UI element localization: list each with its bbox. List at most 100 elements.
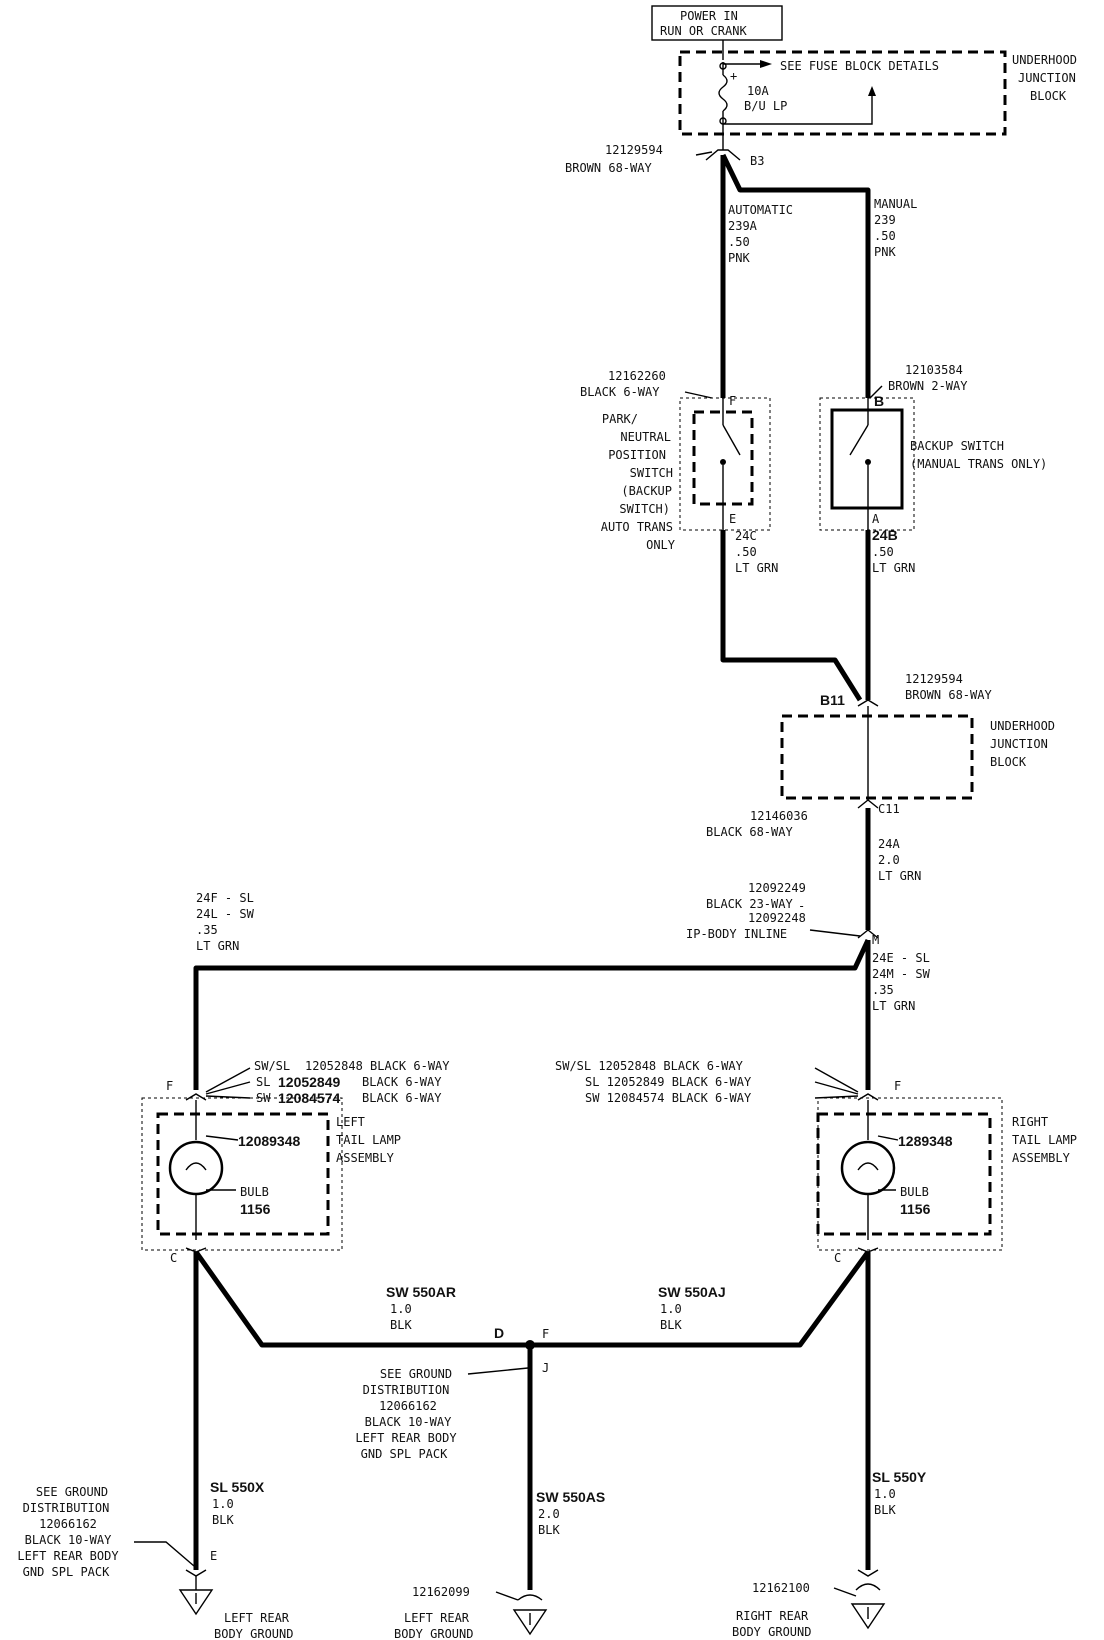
right-conn-line2: SL 12052849 BLACK 6-WAY [585, 1075, 752, 1089]
wire-550ar-color: BLK [390, 1318, 412, 1332]
wire-manual-color: PNK [874, 245, 896, 259]
backup-pin-in: B [874, 393, 884, 409]
ground-left-label-2: BODY GROUND [214, 1627, 293, 1640]
power-in-line1: POWER IN [680, 9, 738, 23]
left-gnd-ref-3: 12066162 [39, 1517, 97, 1531]
splice-label-6: GND SPL PACK [361, 1447, 448, 1461]
conn-b11-desc: BROWN 68-WAY [905, 688, 992, 702]
wire-24c-circuit: 24C [735, 529, 757, 543]
conn-top-part: 12129594 [605, 143, 663, 157]
splice-label-2: DISTRIBUTION [363, 1383, 450, 1397]
pn-label-5: (BACKUP [621, 484, 672, 498]
fuse-block-label-2: JUNCTION [1018, 71, 1076, 85]
right-lamp-label-3: ASSEMBLY [1012, 1151, 1071, 1165]
wire-550y-color: BLK [874, 1503, 896, 1517]
wire-550ar-circuit: SW 550AR [386, 1284, 456, 1300]
right-lamp-label-1: RIGHT [1012, 1115, 1048, 1129]
conn-b11-part: 12129594 [905, 672, 963, 686]
wire-550aj-gauge: 1.0 [660, 1302, 682, 1316]
wire-550x-circuit: SL 550X [210, 1479, 265, 1495]
wire-manual-gauge: .50 [874, 229, 896, 243]
left-gnd-ref-4: BLACK 10-WAY [25, 1533, 112, 1547]
left-conn-line1-pre: SW/SL [254, 1059, 290, 1073]
right-lamp-outline [817, 1097, 1003, 1251]
junction-block-box [780, 714, 974, 800]
backup-switch-label-1: BACKUP SWITCH [910, 439, 1004, 453]
wire-24c-gauge: .50 [735, 545, 757, 559]
wire-manual-label: MANUAL [874, 197, 917, 211]
arrow-up-icon [868, 86, 876, 96]
wire-550as-gauge: 2.0 [538, 1507, 560, 1521]
switch-contact-icon [722, 424, 741, 456]
ground-mid-label-2: BODY GROUND [394, 1627, 473, 1640]
wire-550x-color: BLK [212, 1513, 234, 1527]
left-lamp-label-3: ASSEMBLY [336, 1151, 395, 1165]
left-gnd-ref-2: DISTRIBUTION [23, 1501, 110, 1515]
wire-550as-circuit: SW 550AS [536, 1489, 605, 1505]
wire-24a-circuit: 24A [878, 837, 900, 851]
pn-switch-part: 12162260 [608, 369, 666, 383]
right-lamp-label-2: TAIL LAMP [1012, 1133, 1077, 1147]
splice-label-3: 12066162 [379, 1399, 437, 1413]
fuse-block-label-3: BLOCK [1030, 89, 1067, 103]
pn-label-7: AUTO TRANS [601, 520, 673, 534]
left-feed-gauge: .35 [196, 923, 218, 937]
ground-mid-part: 12162099 [412, 1585, 470, 1599]
left-lamp-part: 12089348 [238, 1133, 301, 1149]
left-pin-out: C [170, 1251, 177, 1265]
junction-label-3: BLOCK [990, 755, 1027, 769]
right-lamp-bulb-num: 1156 [900, 1201, 931, 1217]
conn-top-pin: B3 [750, 154, 764, 168]
conn-c11-pin: C11 [878, 802, 900, 816]
ground-left-label-1: LEFT REAR [224, 1611, 290, 1625]
right-pin-in: F [894, 1079, 901, 1093]
inline-desc2: IP-BODY INLINE [686, 927, 787, 941]
connector-top-icon [705, 149, 741, 161]
right-feed-line1: 24E - SL [872, 951, 930, 965]
fuse-icon [718, 74, 728, 112]
wire-24c-color: LT GRN [735, 561, 778, 575]
left-lamp-label-2: TAIL LAMP [336, 1133, 401, 1147]
wire-550y-gauge: 1.0 [874, 1487, 896, 1501]
inline-desc1: BLACK 23-WAY [706, 897, 793, 911]
splice-label-4: BLACK 10-WAY [365, 1415, 452, 1429]
left-gnd-ref-1: SEE GROUND [36, 1485, 108, 1499]
left-conn-line2: BLACK 6-WAY [362, 1075, 442, 1089]
right-conn-line1: SW/SL 12052848 BLACK 6-WAY [555, 1059, 744, 1073]
pn-label-3: POSITION [608, 448, 666, 462]
wire-24b-gauge: .50 [872, 545, 894, 559]
fuse-block-box [678, 50, 1007, 136]
power-in-box [651, 5, 783, 41]
wire-550y-circuit: SL 550Y [872, 1469, 927, 1485]
junction-label-1: UNDERHOOD [990, 719, 1055, 733]
left-lamp-label-1: LEFT [336, 1115, 365, 1129]
left-feed-line1: 24F - SL [196, 891, 254, 905]
right-pin-out: C [834, 1251, 841, 1265]
ground-left-icon [178, 1569, 214, 1616]
wire-24f-24l [193, 938, 871, 1090]
right-lamp-bulb: BULB [900, 1185, 929, 1199]
pn-switch-desc: BLACK 6-WAY [580, 385, 660, 399]
left-lamp-outline [141, 1097, 343, 1251]
ground-right-part: 12162100 [752, 1581, 810, 1595]
left-lamp-bulb-num: 1156 [240, 1201, 271, 1217]
left-gnd-pin: E [210, 1549, 217, 1563]
wire-550ar-gauge: 1.0 [390, 1302, 412, 1316]
wire-550x-gauge: 1.0 [212, 1497, 234, 1511]
conn-b11-pin: B11 [820, 692, 845, 708]
backup-pin-out: A [872, 512, 880, 526]
left-bulb-icon [168, 1140, 224, 1196]
wire-24a-gauge: 2.0 [878, 853, 900, 867]
pn-pin-out: E [729, 512, 736, 526]
wire-24a-color: LT GRN [878, 869, 921, 883]
left-conn-line3: BLACK 6-WAY [362, 1091, 442, 1105]
wire-550aj-circuit: SW 550AJ [658, 1284, 726, 1300]
inline-part1: 12092249 [748, 881, 806, 895]
junction-label-2: JUNCTION [990, 737, 1048, 751]
conn-top-desc: BROWN 68-WAY [565, 161, 652, 175]
splice-dot [525, 1340, 535, 1350]
left-conn-line1: 12052848 BLACK 6-WAY [305, 1059, 450, 1073]
pn-label-1: PARK/ [602, 412, 638, 426]
